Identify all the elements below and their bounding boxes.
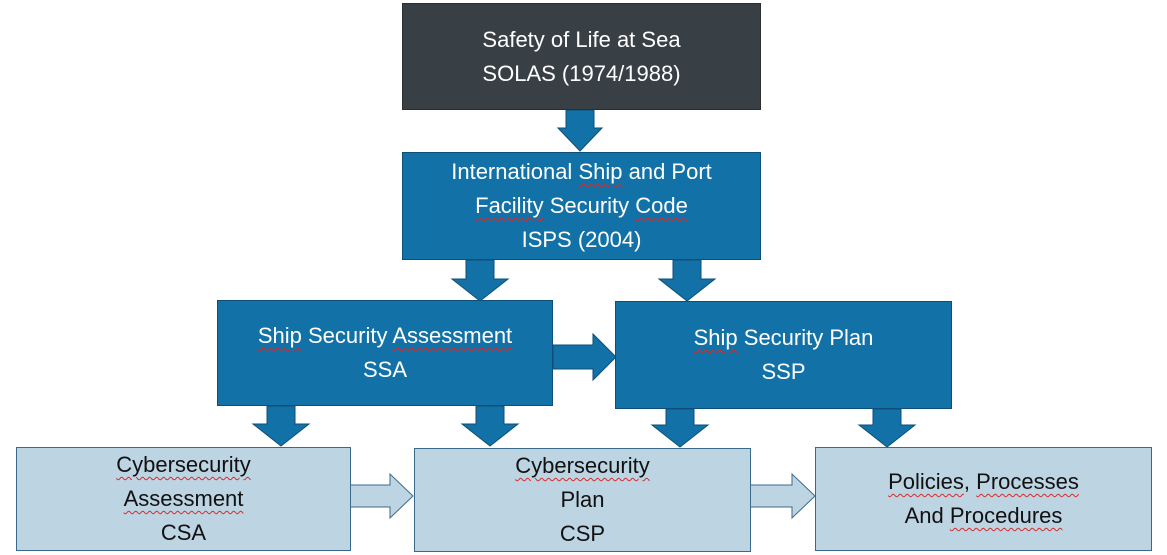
csa-box: Cybersecurity Assessment CSA xyxy=(16,447,351,551)
arrow-ssa-to-csp xyxy=(460,405,520,447)
solas-subtitle: SOLAS (1974/1988) xyxy=(482,60,681,86)
isps-line-3: ISPS (2004) xyxy=(521,227,642,252)
policies-line-1: Policies, Processes xyxy=(888,469,1079,494)
policies-box: Policies, Processes And Procedures xyxy=(815,447,1152,551)
arrow-csa-to-csp xyxy=(347,472,414,520)
isps-line-1: International Ship and Port xyxy=(451,159,712,184)
csp-line-1: Cybersecurity xyxy=(515,453,650,478)
ssp-title: Ship Security Plan xyxy=(693,325,874,350)
csa-line-2: Assessment xyxy=(123,486,244,511)
arrow-solas-to-isps xyxy=(556,109,604,152)
solas-box: Safety of Life at Sea SOLAS (1974/1988) xyxy=(402,3,761,110)
ssa-abbrev: SSA xyxy=(362,357,408,382)
csp-line-2: Plan xyxy=(560,487,605,512)
arrow-csp-to-policies xyxy=(749,472,816,520)
ssa-title: Ship Security Assessment xyxy=(257,323,513,348)
csp-abbrev: CSP xyxy=(559,521,606,546)
arrow-ssa-to-csa xyxy=(251,405,311,447)
arrow-isps-to-ssa xyxy=(450,259,510,302)
isps-box: International Ship and Port Facility Sec… xyxy=(402,152,761,260)
csa-line-1: Cybersecurity xyxy=(116,452,251,477)
policies-line-2: And Procedures xyxy=(904,503,1063,528)
csa-abbrev: CSA xyxy=(160,520,207,545)
solas-title: Safety of Life at Sea xyxy=(482,26,681,52)
isps-line-2: Facility Security Code xyxy=(475,193,688,218)
arrow-ssp-to-csp xyxy=(650,408,710,448)
ssp-box: Ship Security Plan SSP xyxy=(615,301,952,409)
arrow-ssp-to-policies xyxy=(857,408,917,448)
ssa-box: Ship Security Assessment SSA xyxy=(217,300,553,406)
ssp-abbrev: SSP xyxy=(761,359,806,384)
csp-box: Cybersecurity Plan CSP xyxy=(414,448,751,552)
arrow-ssa-to-ssp xyxy=(552,332,617,382)
arrow-isps-to-ssp xyxy=(657,259,717,302)
